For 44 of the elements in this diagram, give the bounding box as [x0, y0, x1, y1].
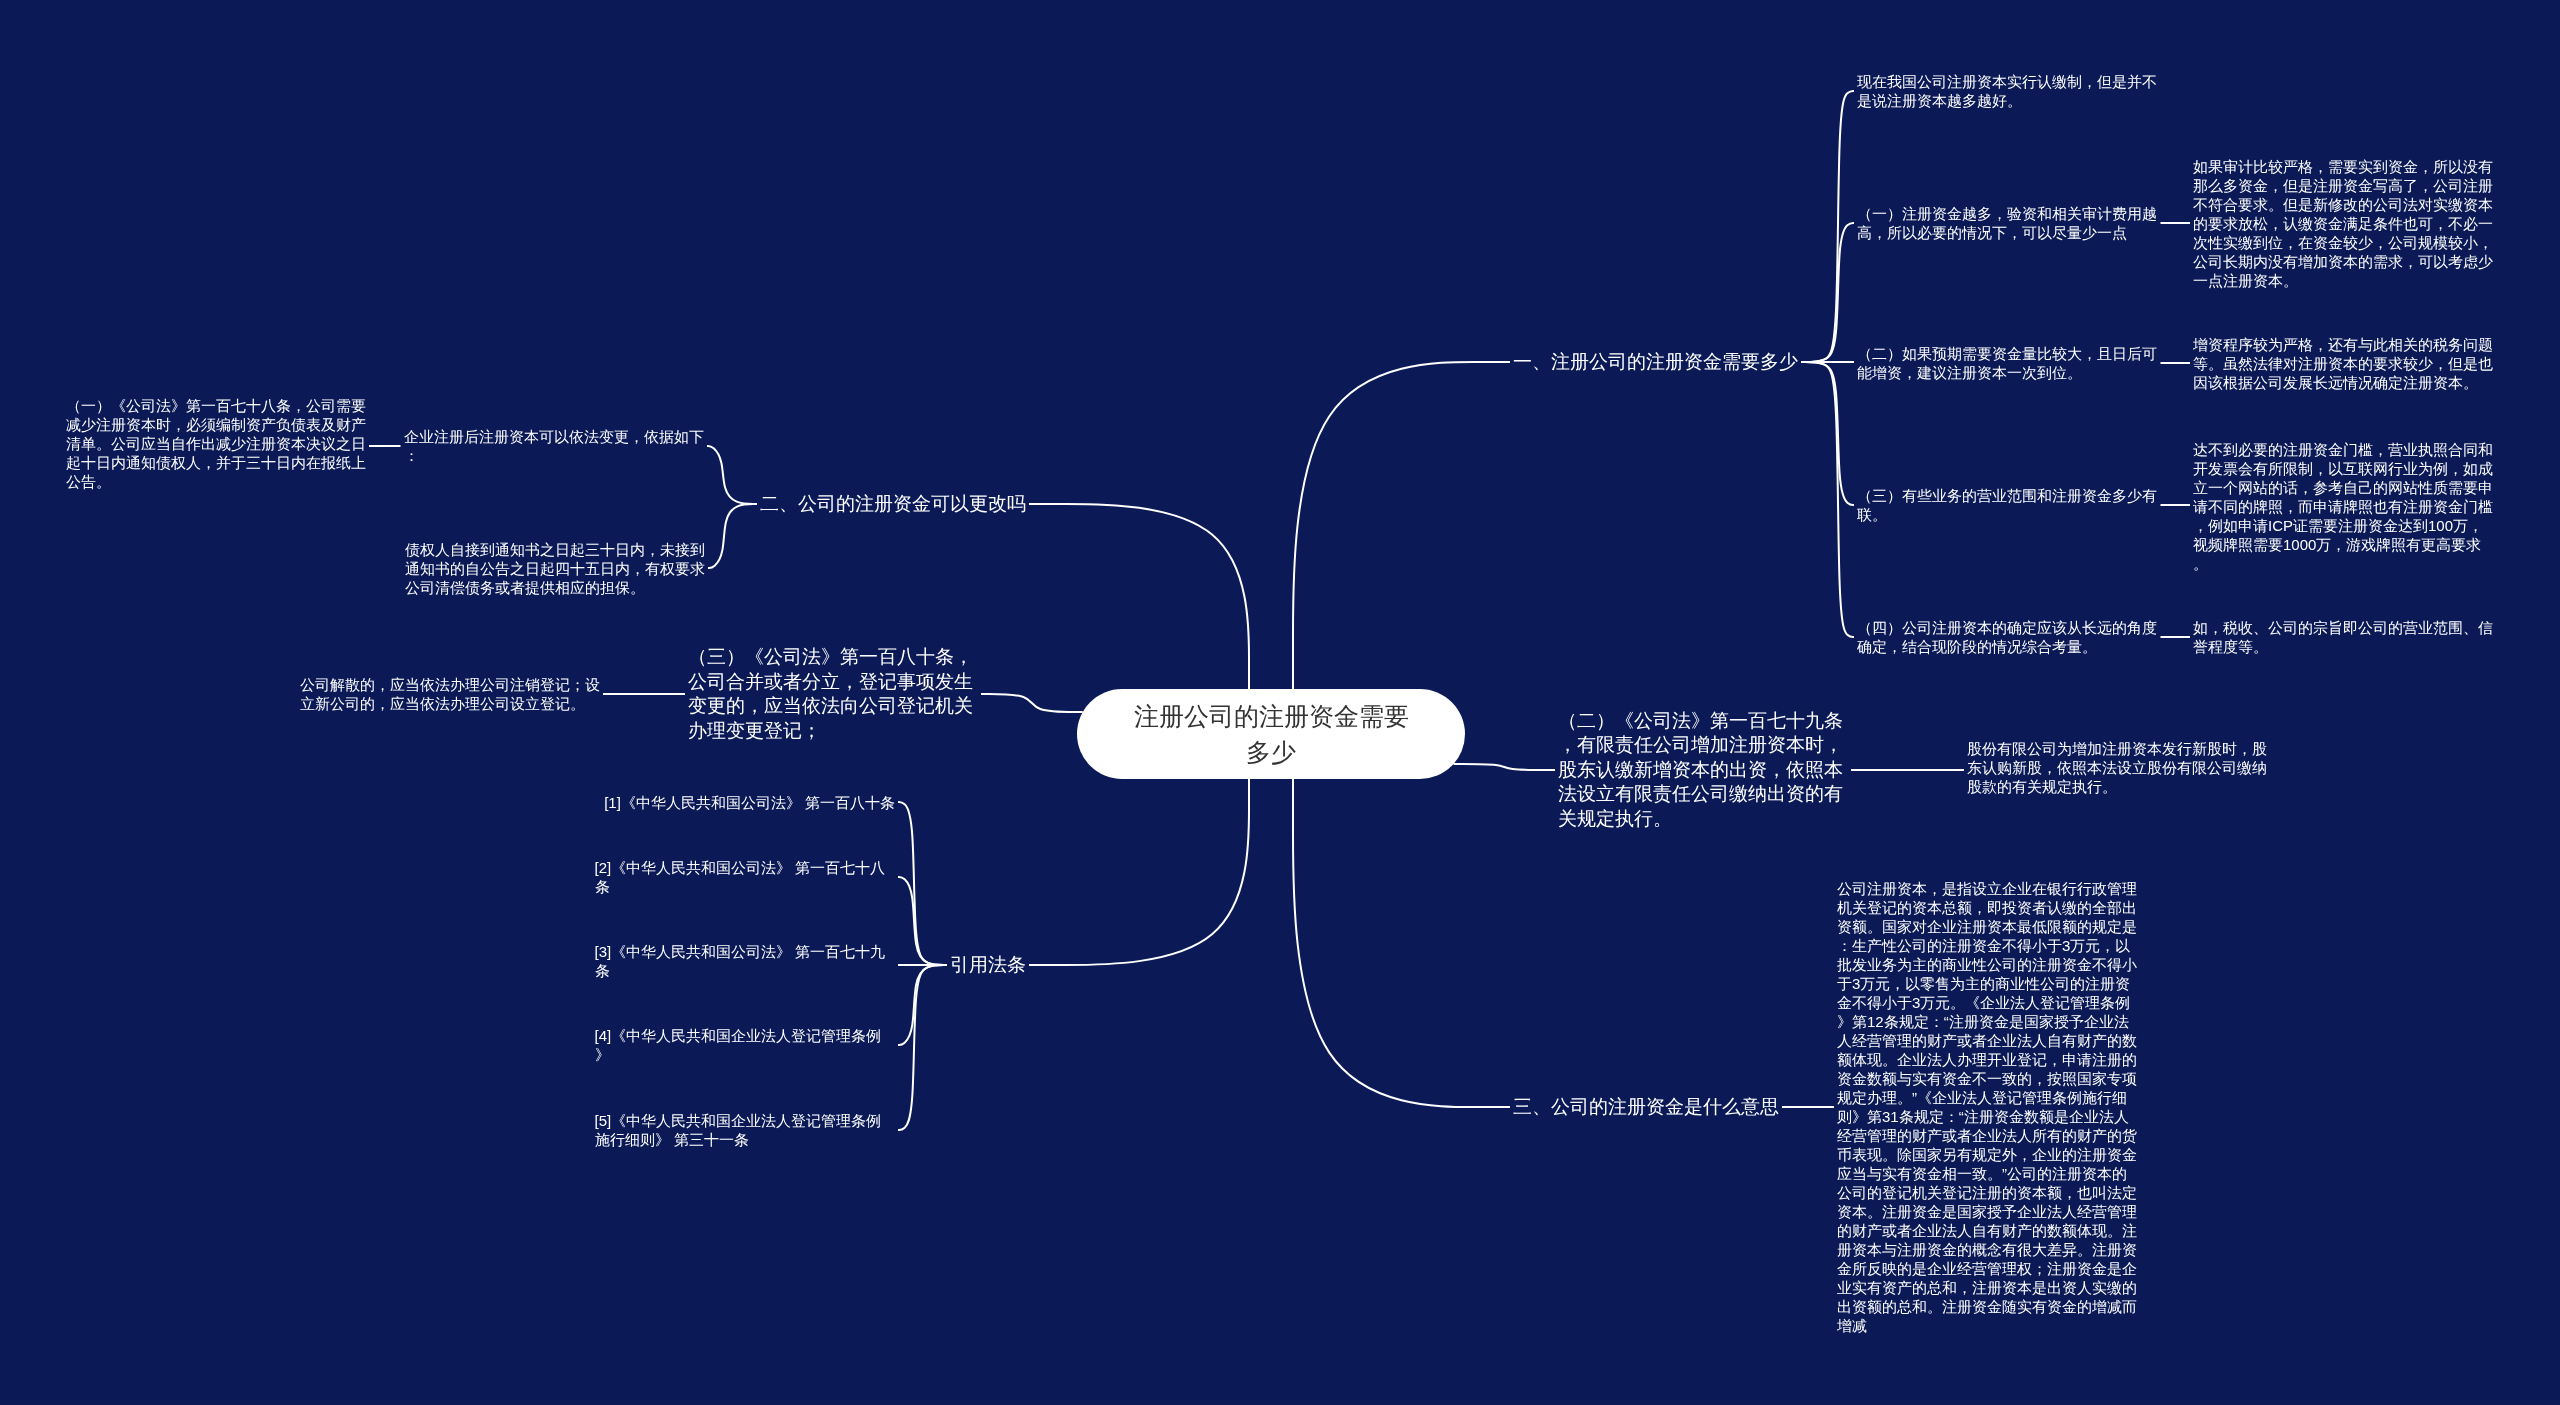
subtopic-text: （二）《公司法》第一百七十九条，有限责任公司增加注册资本时，股东认缴新增资本的出资，依照本法设立有限责任公司缴纳出资的有关规定执行。	[1558, 708, 1848, 832]
connector-line	[1781, 1106, 1835, 1108]
detail-text: 如，税收、公司的宗旨即公司的营业范围、信誉程度等。	[2193, 618, 2494, 656]
detail-text: 现在我国公司注册资本实行认缴制，但是并不是说注册资本越多越好。	[1857, 72, 2158, 110]
connector-line	[2159, 504, 2191, 506]
connector-line	[1800, 361, 1855, 638]
detail-text: 企业注册后注册资本可以依法变更，依据如下：	[403, 427, 704, 465]
detail-text: （一）《公司法》第一百七十八条，公司需要减少注册资本时，必须编制资产负债表及财产清单。公司应当自作出减少注册资本决议之日起十日内通知债权人，并于三十日内在报纸上公告。	[65, 395, 366, 491]
central-topic: 注册公司的注册资金需要多少	[1077, 689, 1465, 779]
connector-line	[1292, 361, 1511, 690]
citation-text: [5]《中华人民共和国企业法人登记管理条例施行细则》 第三十一条	[594, 1111, 895, 1149]
connector-line	[1850, 769, 1965, 771]
main-topic: 一、注册公司的注册资金需要多少	[1513, 349, 1798, 375]
connector-line	[980, 693, 1084, 713]
connector-line	[2159, 362, 2191, 364]
connector-line	[707, 503, 758, 569]
detail-text: （一）注册资金越多，验资和相关审计费用越高，所以必要的情况下，可以尽量少一点	[1857, 204, 2158, 242]
connector-line	[1452, 763, 1556, 771]
main-topic: 三、公司的注册资金是什么意思	[1513, 1094, 1779, 1120]
main-topic: 引用法条	[950, 952, 1026, 978]
detail-text: 如果审计比较严格，需要实到资金，所以没有那么多资金，但是注册资金写高了，公司注册不符合要求。但是新修改的公司法对实缴资本的要求放松，认缴资金满足条件也可，不必一次性实缴到位，在资金较少，公司规模较小，公司长期内没有增加资本的需求，可以考虑少一点注册资本。	[2193, 156, 2494, 290]
connector-line	[2159, 222, 2191, 224]
citation-text: [2]《中华人民共和国公司法》 第一百七十八条	[594, 858, 895, 896]
connector-line	[2159, 636, 2191, 638]
detail-text: （四）公司注册资本的确定应该从长远的角度确定，结合现阶段的情况综合考量。	[1857, 618, 2158, 656]
detail-text: 股份有限公司为增加注册资本发行新股时，股东认购新股，依照本法设立股份有限公司缴纳股款的有关规定执行。	[1967, 738, 2268, 796]
detail-text: 公司解散的，应当依法办理公司注销登记；设立新公司的，应当依法办理公司设立登记。	[299, 675, 600, 713]
citation-text: [3]《中华人民共和国公司法》 第一百七十九条	[594, 942, 895, 980]
connector-line	[1028, 778, 1250, 966]
detail-text: 增资程序较为严格，还有与此相关的税务问题等。虽然法律对注册资本的要求较少，但是也因该根据公司发展长远情况确定注册资本。	[2193, 334, 2494, 392]
detail-text: （二）如果预期需要资金量比较大，且日后可能增资，建议注册资本一次到位。	[1857, 344, 2158, 382]
connector-line	[368, 445, 402, 447]
detail-text: 达不到必要的注册资金门槛，营业执照合同和开发票会有所限制，以互联网行业为例，如成立一个网站的话，参考自己的网站性质需要申请不同的牌照，而申请牌照也有注册资金门槛，例如申请ICP证需要注册资金达到100万，视频牌照需要1000万，游戏牌照有更高要求。	[2193, 439, 2494, 573]
subtopic-text: （三）《公司法》第一百八十条，公司合并或者分立，登记事项发生变更的，应当依法向公司登记机关办理变更登记；	[688, 645, 978, 743]
connector-line	[1028, 503, 1250, 690]
connector-line	[602, 693, 686, 695]
citation-text: [4]《中华人民共和国企业法人登记管理条例》	[594, 1026, 895, 1064]
citation-text: [1]《中华人民共和国公司法》 第一百八十条	[604, 792, 895, 812]
main-topic: 二、公司的注册资金可以更改吗	[760, 491, 1026, 517]
connector-line	[897, 964, 948, 1131]
detail-text: （三）有些业务的营业范围和注册资金多少有联。	[1857, 486, 2158, 524]
connector-line	[1292, 778, 1511, 1108]
detail-text: 债权人自接到通知书之日起三十日内，未接到通知书的自公告之日起四十五日内，有权要求公司清偿债务或者提供相应的担保。	[404, 539, 705, 597]
detail-text: 公司注册资本，是指设立企业在银行行政管理机关登记的资本总额，即投资者认缴的全部出资额。国家对企业注册资本最低限额的规定是：生产性公司的注册资金不得小于3万元，以批发业务为主的商业性公司的注册资金不得小于3万元，以零售为主的商业性公司的注册资金不得小于3万元。《企业法人登记管理条例》第12条规定：“注册资金是国家授予企业法人经营管理的财产或者企业法人自有财产的数额体现。企业法人办理开业登记，申请注册的资金数额与实有资金不一致的，按照国家专项规定办理。”《企业法人登记管理条例施行细则》第31条规定：“注册资金数额是企业法人经营管理的财产或者企业法人所有的财产的货币表现。除国家另有规定外，企业的注册资金应当与实有资金相一致。”公司的注册资本的公司的登记机关登记注册的资本额，也叫法定资本。注册资金是国家授予企业法人经营管理的财产或者企业法人自有财产的数额体现。注册资本与注册资金的概念有很大差异。注册资金所反映的是企业经营管理权；注册资金是企业实有资产的总和，注册资本是出资人实缴的出资额的总和。注册资金随实有资金的增减而增减	[1837, 879, 2138, 1335]
